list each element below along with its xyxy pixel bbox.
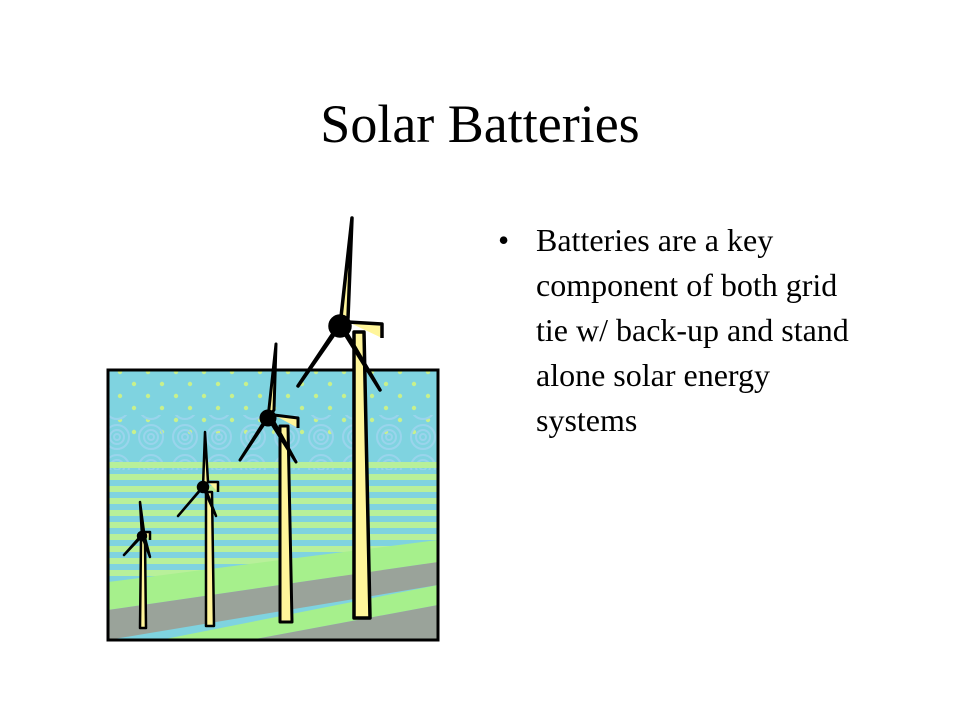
turbine-1 xyxy=(122,500,152,630)
bullet-item: • Batteries are a key component of both … xyxy=(496,218,876,443)
turbine-2 xyxy=(176,430,220,628)
slide-title: Solar Batteries xyxy=(320,94,640,154)
bullet-marker: • xyxy=(498,222,510,258)
turbine-3 xyxy=(238,342,300,624)
turbine-4 xyxy=(296,216,384,620)
bullet-text: Batteries are a key component of both gr… xyxy=(536,222,849,438)
bullet-list: • Batteries are a key component of both … xyxy=(496,218,876,443)
wind-turbines-icon xyxy=(106,216,440,642)
